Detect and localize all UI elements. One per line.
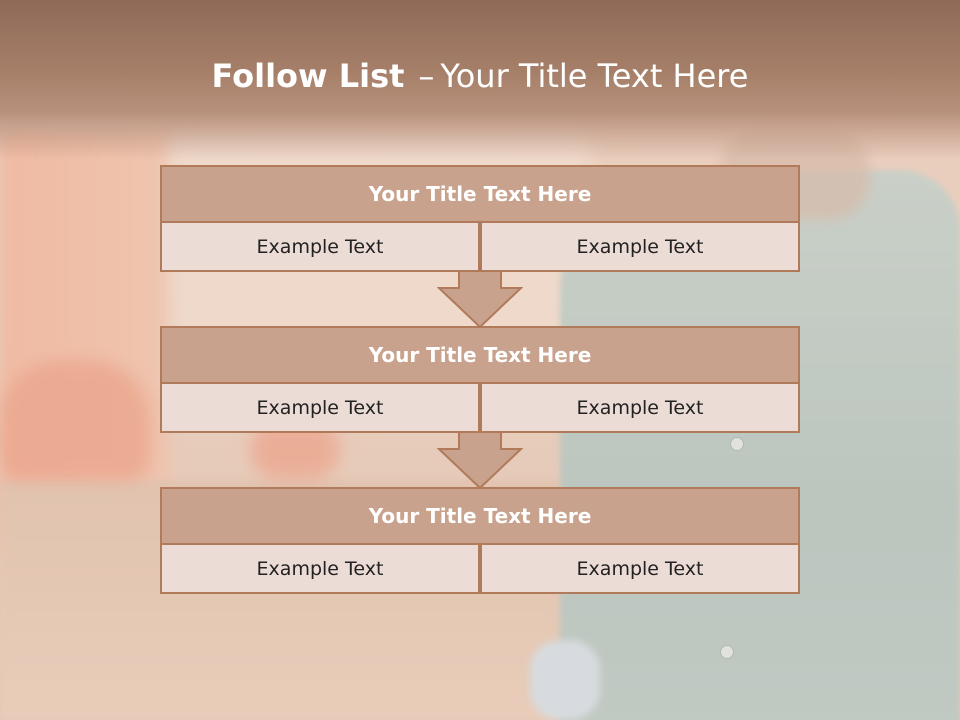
flow-step-title: Your Title Text Here bbox=[160, 165, 800, 223]
down-arrow-icon bbox=[437, 432, 523, 490]
flow-step-right-cell: Example Text bbox=[480, 221, 800, 272]
flow-step-left-cell: Example Text bbox=[160, 221, 480, 272]
slide-title-strong: Follow List bbox=[211, 57, 405, 95]
slide-title: Follow List–Your Title Text Here bbox=[0, 54, 960, 98]
flow-step-title: Your Title Text Here bbox=[160, 326, 800, 384]
flow-step-right-cell: Example Text bbox=[480, 543, 800, 594]
flow-step-2: Your Title Text Here Example Text Exampl… bbox=[160, 326, 800, 433]
header-band bbox=[0, 0, 960, 160]
slide-title-rest: Your Title Text Here bbox=[440, 57, 749, 95]
down-arrow-icon bbox=[437, 271, 523, 329]
flow-step-1: Your Title Text Here Example Text Exampl… bbox=[160, 165, 800, 272]
flow-step-title: Your Title Text Here bbox=[160, 487, 800, 545]
slide-title-dash: – bbox=[418, 57, 435, 95]
flow-step-3: Your Title Text Here Example Text Exampl… bbox=[160, 487, 800, 594]
flow-step-left-cell: Example Text bbox=[160, 382, 480, 433]
flow-step-left-cell: Example Text bbox=[160, 543, 480, 594]
flow-step-right-cell: Example Text bbox=[480, 382, 800, 433]
